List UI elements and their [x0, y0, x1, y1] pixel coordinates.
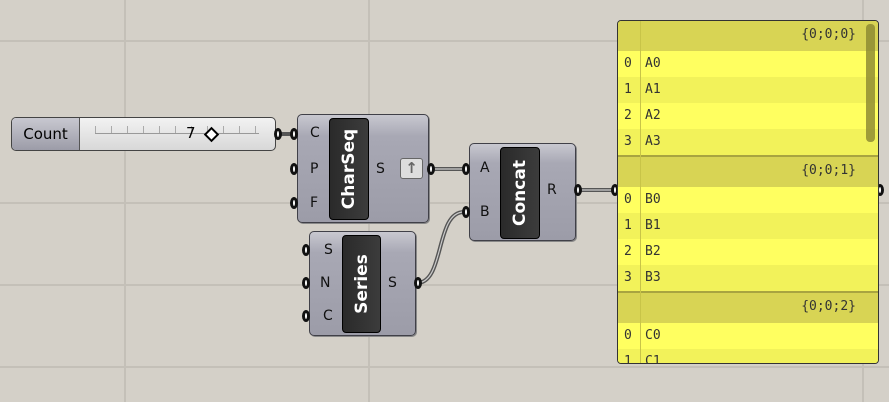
component-title: Concat	[500, 147, 540, 239]
arrow-up-icon[interactable]: ↑	[400, 158, 423, 179]
slider-track[interactable]	[95, 126, 259, 134]
item-index: 1	[624, 82, 632, 97]
output-r[interactable]: R	[547, 182, 557, 198]
item-value: A3	[645, 134, 661, 149]
input-c[interactable]: C	[310, 125, 320, 141]
list-item: 3 A3	[618, 129, 878, 155]
list-item: 1 A1	[618, 77, 878, 103]
item-value: C1	[645, 354, 661, 364]
item-index: 0	[624, 56, 632, 71]
item-value: B0	[645, 192, 661, 207]
input-a[interactable]: A	[480, 160, 490, 176]
list-item: 2 A2	[618, 103, 878, 129]
item-value: C0	[645, 328, 661, 343]
item-index: 1	[624, 218, 632, 233]
item-value: A0	[645, 56, 661, 71]
item-index: 3	[624, 270, 632, 285]
slider-value: 7	[186, 124, 196, 142]
count-slider[interactable]: Count 7	[11, 117, 276, 151]
item-index: 2	[624, 244, 632, 259]
input-grip[interactable]	[290, 128, 298, 140]
grid-line	[0, 202, 889, 204]
item-value: A2	[645, 108, 661, 123]
input-b[interactable]: B	[480, 204, 490, 220]
item-value: B3	[645, 270, 661, 285]
input-grip[interactable]	[302, 277, 310, 289]
output-s[interactable]: S	[376, 161, 385, 177]
input-grip[interactable]	[290, 163, 298, 175]
panel-scrollbar[interactable]	[866, 24, 875, 142]
list-item: 0 B0	[618, 187, 878, 213]
branch-header: {0;0;1}	[618, 155, 878, 187]
component-title: CharSeq	[329, 118, 369, 220]
item-index: 0	[624, 192, 632, 207]
grid-line	[0, 366, 889, 368]
output-grip[interactable]	[427, 163, 435, 175]
branch-header: {0;0;2}	[618, 291, 878, 323]
series-component[interactable]: S N C Series S	[309, 231, 416, 336]
grid-line	[0, 40, 889, 42]
list-item: 2 B2	[618, 239, 878, 265]
item-index: 1	[624, 354, 632, 364]
item-index: 2	[624, 108, 632, 123]
item-index: 0	[624, 328, 632, 343]
item-value: A1	[645, 82, 661, 97]
index-divider	[640, 21, 641, 363]
slider-label: Count	[12, 118, 80, 150]
list-item: 3 B3	[618, 265, 878, 291]
item-value: B1	[645, 218, 661, 233]
input-f[interactable]: F	[310, 195, 319, 211]
list-item: 1 C1	[618, 349, 878, 364]
output-s[interactable]: S	[388, 275, 397, 291]
item-value: B2	[645, 244, 661, 259]
charseq-component[interactable]: C P F CharSeq S ↑	[297, 114, 429, 223]
grid-line	[0, 284, 889, 286]
output-grip[interactable]	[414, 277, 422, 289]
output-grip[interactable]	[574, 184, 582, 196]
branch-header: {0;0;0}	[618, 21, 878, 51]
input-grip[interactable]	[462, 163, 470, 175]
grid-line	[124, 0, 126, 402]
item-index: 3	[624, 134, 632, 149]
input-n[interactable]: N	[320, 275, 331, 291]
slider-output-grip[interactable]	[274, 128, 282, 140]
input-c[interactable]: C	[323, 308, 333, 324]
input-grip[interactable]	[290, 197, 298, 209]
input-grip[interactable]	[462, 206, 470, 218]
list-item: 0 C0	[618, 323, 878, 349]
input-s[interactable]: S	[324, 242, 333, 258]
input-grip[interactable]	[302, 244, 310, 256]
input-grip[interactable]	[302, 310, 310, 322]
list-item: 0 A0	[618, 51, 878, 77]
concat-component[interactable]: A B Concat R	[469, 143, 576, 241]
input-p[interactable]: P	[310, 161, 319, 177]
component-title: Series	[342, 235, 381, 333]
list-item: 1 B1	[618, 213, 878, 239]
